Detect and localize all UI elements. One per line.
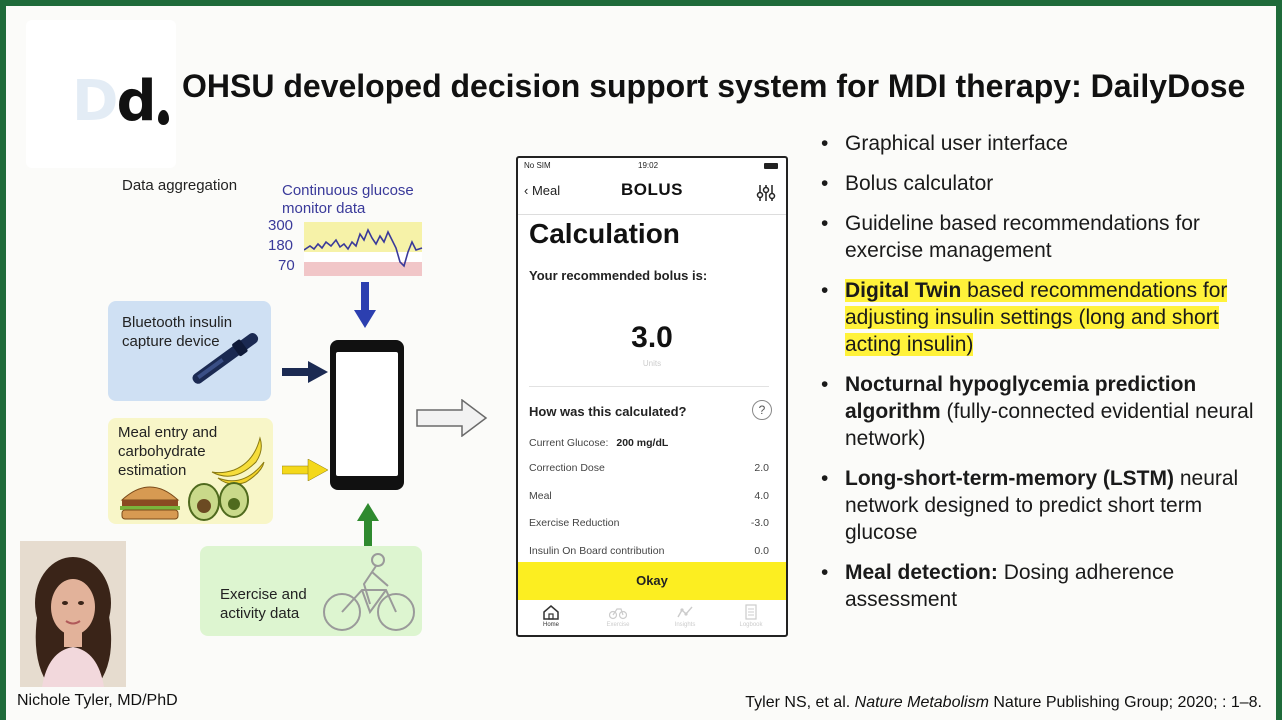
cgm-tick: 70 bbox=[278, 257, 295, 274]
tab-logbook[interactable]: Logbook bbox=[718, 604, 784, 628]
insulin-pen-icon bbox=[192, 333, 259, 384]
bluetooth-panel: Bluetooth insulin capture device bbox=[108, 301, 271, 401]
current-glucose-row: Current Glucose: 200 mg/dL bbox=[529, 437, 769, 449]
bluetooth-label: Bluetooth insulin capture device bbox=[122, 314, 233, 350]
list-item: •Graphical user interface bbox=[821, 132, 1068, 155]
cgm-tick: 300 bbox=[268, 217, 294, 234]
how-calculated-label: How was this calculated? bbox=[529, 404, 687, 419]
calculation-heading: Calculation bbox=[529, 218, 680, 249]
cgm-tick: 180 bbox=[268, 237, 294, 254]
nav-bar: ‹ Meal BOLUS bbox=[518, 174, 786, 215]
logbook-icon bbox=[745, 604, 757, 620]
help-icon[interactable]: ? bbox=[752, 400, 772, 420]
status-bar: No SIM 19:02 bbox=[518, 158, 786, 174]
cgm-title: Continuous glucose monitor data bbox=[282, 182, 414, 217]
tab-insights[interactable]: Insights bbox=[652, 604, 718, 628]
arrow-right-icon bbox=[416, 399, 488, 437]
presenter-name: Nichole Tyler, MD/PhD bbox=[17, 692, 178, 709]
calc-row-label: Exercise Reduction bbox=[529, 517, 620, 529]
list-item: •Long-short-term-memory (LSTM) neural ne… bbox=[821, 467, 1239, 544]
recommended-bolus-label: Your recommended bolus is: bbox=[529, 268, 708, 283]
bolus-value: 3.0 bbox=[631, 321, 673, 354]
carrier-label: No SIM bbox=[524, 161, 551, 170]
sliders-icon[interactable] bbox=[756, 184, 776, 202]
tab-label: Insights bbox=[674, 622, 696, 628]
tab-label: Home bbox=[542, 622, 559, 628]
phone-icon bbox=[330, 340, 404, 490]
chevron-left-icon: ‹ bbox=[524, 183, 529, 198]
current-glucose-label: Current Glucose: bbox=[529, 437, 609, 449]
burger-icon bbox=[120, 486, 180, 520]
home-icon bbox=[543, 605, 559, 620]
cyclist-icon bbox=[323, 553, 415, 631]
list-item: •Meal detection: Dosing adherence assess… bbox=[821, 561, 1175, 611]
back-label: Meal bbox=[531, 183, 561, 198]
calc-row-value: 0.0 bbox=[754, 545, 769, 557]
arrow-down-icon bbox=[354, 282, 376, 328]
phone-screen bbox=[336, 352, 398, 476]
list-item: •Guideline based recommendations for exe… bbox=[821, 212, 1200, 262]
calc-row-label: Insulin On Board contribution bbox=[529, 545, 665, 557]
insights-icon bbox=[677, 606, 693, 618]
calc-row-value: 4.0 bbox=[754, 490, 769, 502]
tab-label: Exercise bbox=[606, 622, 630, 628]
tab-bar: Home Exercise Insights Logbook bbox=[518, 600, 786, 635]
calc-row: Meal 4.0 bbox=[529, 490, 769, 502]
calc-row-value: 2.0 bbox=[754, 462, 769, 474]
tab-home[interactable]: Home bbox=[518, 604, 584, 628]
bicycle-icon bbox=[609, 608, 627, 620]
cgm-trace-chart bbox=[304, 222, 423, 276]
logo-drop-icon bbox=[158, 110, 169, 125]
feature-list: •Graphical user interface •Bolus calcula… bbox=[821, 130, 1261, 613]
battery-icon bbox=[764, 163, 778, 169]
list-item-highlighted: •Digital Twin based recommendations for … bbox=[821, 279, 1228, 356]
divider bbox=[529, 386, 769, 387]
okay-button[interactable]: Okay bbox=[518, 562, 786, 600]
calc-row: Insulin On Board contribution 0.0 bbox=[529, 545, 769, 557]
current-glucose-value: 200 mg/dL bbox=[616, 437, 669, 449]
exercise-label: Exercise and activity data bbox=[220, 586, 307, 622]
calc-row-label: Correction Dose bbox=[529, 462, 605, 474]
meal-panel: Meal entry and carbohydrate estimation bbox=[108, 418, 273, 524]
arrow-right-icon bbox=[282, 361, 328, 383]
arrow-up-icon bbox=[357, 503, 379, 549]
presenter-portrait-image bbox=[20, 541, 126, 687]
nav-title: BOLUS bbox=[621, 180, 683, 199]
slide-title: OHSU developed decision support system f… bbox=[182, 68, 1246, 104]
presenter-photo bbox=[20, 541, 126, 687]
avocado-icon bbox=[188, 482, 249, 521]
data-aggregation-label: Data aggregation bbox=[122, 177, 238, 194]
tab-label: Logbook bbox=[739, 622, 763, 628]
tab-exercise[interactable]: Exercise bbox=[585, 604, 651, 628]
back-button[interactable]: ‹ Meal bbox=[524, 183, 560, 198]
arrow-right-icon bbox=[282, 459, 328, 481]
calc-row: Correction Dose 2.0 bbox=[529, 462, 769, 474]
logo-text: Dd bbox=[72, 69, 157, 134]
bolus-units: Units bbox=[642, 359, 662, 368]
calc-row-label: Meal bbox=[529, 490, 552, 502]
logo: Dd bbox=[26, 20, 176, 168]
clock-label: 19:02 bbox=[638, 161, 659, 170]
list-item: •Bolus calculator bbox=[821, 172, 994, 195]
meal-label: Meal entry and carbohydrate estimation bbox=[118, 424, 218, 479]
exercise-panel: Exercise and activity data bbox=[200, 546, 422, 636]
citation: Tyler NS, et al. Nature Metabolism Natur… bbox=[745, 694, 1262, 711]
list-item: •Nocturnal hypoglycemia prediction algor… bbox=[821, 373, 1254, 450]
app-screenshot: No SIM 19:02 ‹ Meal BOLUS Calculation Yo… bbox=[516, 156, 788, 637]
calc-row: Exercise Reduction -3.0 bbox=[529, 517, 769, 529]
calc-row-value: -3.0 bbox=[750, 517, 769, 529]
slide: Dd OHSU developed decision support syste… bbox=[6, 6, 1276, 720]
